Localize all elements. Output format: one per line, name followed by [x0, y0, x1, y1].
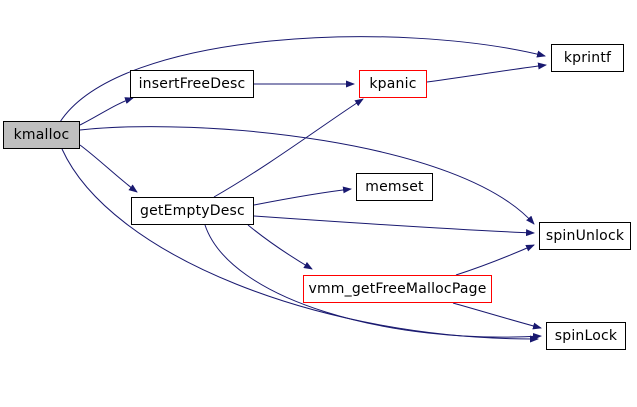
node-insertFreeDesc[interactable]: insertFreeDesc: [130, 70, 254, 98]
edge-getEmptyDesc-to-memset: [253, 186, 352, 206]
node-memset[interactable]: memset: [356, 173, 433, 201]
node-vmm_getFreeMallocPage[interactable]: vmm_getFreeMallocPage: [303, 275, 492, 303]
node-kpanic[interactable]: kpanic: [359, 70, 427, 98]
edge-kmalloc-to-insertFreeDesc: [79, 97, 134, 126]
node-label-insertFreeDesc: insertFreeDesc: [138, 76, 246, 92]
edge-kmalloc-to-spinLock: [61, 148, 539, 343]
edge-vmm_getFreeMallocPage-to-spinUnlock: [455, 244, 535, 276]
edge-getEmptyDesc-to-kpanic: [213, 98, 364, 198]
node-label-kmalloc: kmalloc: [13, 127, 70, 143]
node-label-kpanic: kpanic: [369, 76, 417, 92]
edge-getEmptyDesc-to-vmm_getFreeMallocPage: [247, 224, 313, 270]
node-getEmptyDesc[interactable]: getEmptyDesc: [131, 197, 254, 225]
edge-getEmptyDesc-to-spinUnlock: [253, 215, 535, 237]
edge-paths: [59, 36, 547, 343]
edge-kmalloc-to-kprintf: [59, 36, 546, 123]
node-label-memset: memset: [365, 179, 424, 195]
edge-kmalloc-to-getEmptyDesc: [79, 144, 138, 193]
node-label-getEmptyDesc: getEmptyDesc: [140, 203, 245, 219]
edge-kmalloc-to-spinUnlock: [79, 126, 535, 225]
node-spinUnlock[interactable]: spinUnlock: [539, 222, 631, 250]
node-label-spinLock: spinLock: [554, 328, 618, 344]
node-kprintf[interactable]: kprintf: [551, 44, 624, 72]
edge-kpanic-to-kprintf: [426, 62, 547, 83]
node-kmalloc[interactable]: kmalloc: [3, 121, 80, 149]
node-label-vmm_getFreeMallocPage: vmm_getFreeMallocPage: [308, 281, 487, 297]
node-label-kprintf: kprintf: [563, 50, 612, 66]
edge-vmm_getFreeMallocPage-to-spinLock: [452, 302, 542, 330]
node-spinLock[interactable]: spinLock: [546, 322, 626, 350]
node-label-spinUnlock: spinUnlock: [545, 228, 625, 244]
edge-getEmptyDesc-to-spinLock: [204, 224, 542, 340]
